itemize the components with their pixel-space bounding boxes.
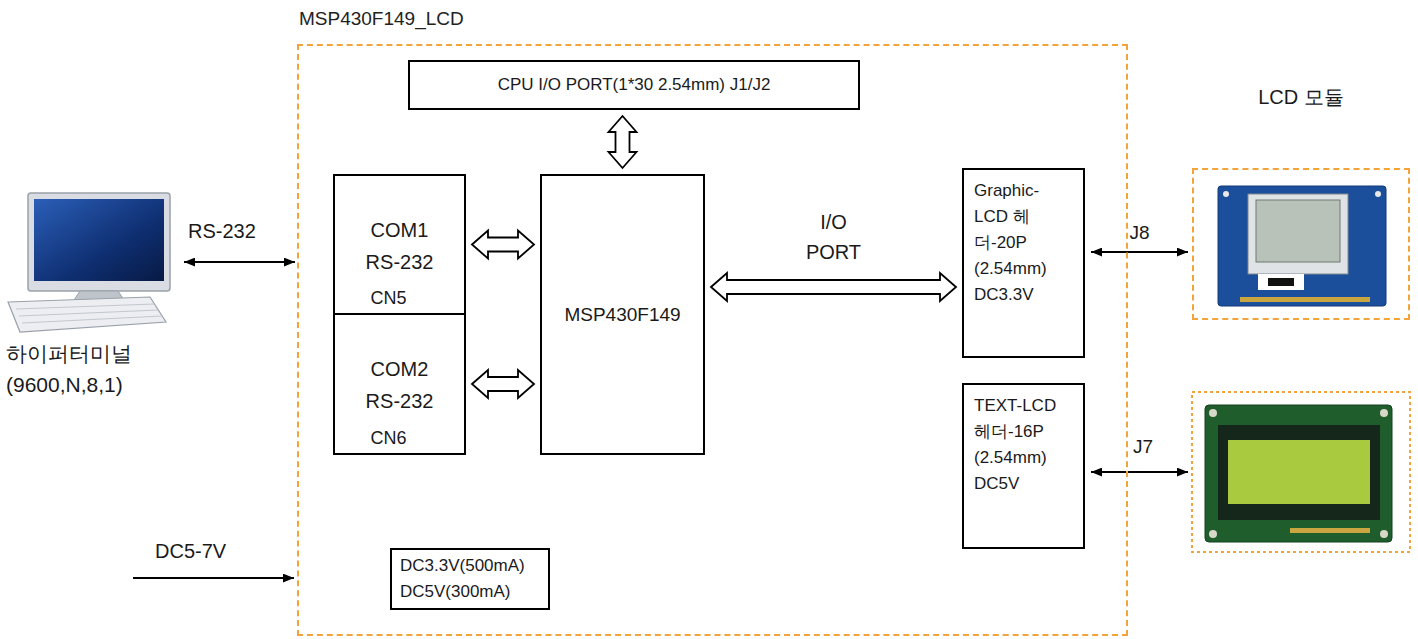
power-arrow: [133, 577, 294, 579]
lcd-module-outline: LCD 모듈: [1192, 168, 1410, 320]
lcd-screen: [1256, 200, 1340, 262]
bus-arrow: [472, 370, 534, 398]
node-text: CPU I/O PORT(1*30 2.54mm) J1/J2: [498, 75, 771, 95]
mount-hole: [1209, 530, 1217, 538]
mount-hole: [1380, 409, 1388, 417]
connector-arrow: [1091, 251, 1188, 253]
mcu-box: MSP430F149: [540, 174, 705, 455]
mount-hole: [1380, 530, 1388, 538]
monitor-frame: [28, 193, 170, 291]
node-text: LCD 모듈: [1194, 84, 1408, 111]
terminal-caption: 하이퍼터미널 (9600,N,8,1): [6, 338, 156, 400]
edge-label: J8: [1129, 222, 1149, 244]
node-text: CN5: [359, 288, 419, 309]
node-text: DC3.3V(500mA) DC5V(300mA): [400, 553, 538, 605]
lcd-backlight: [1258, 274, 1304, 290]
monitor-screen: [34, 199, 164, 281]
node-text: MSP430F149_LCD: [299, 8, 464, 30]
lcd-pcb: [1205, 405, 1392, 542]
lcd-bezel: [1248, 194, 1348, 274]
lcd-screen: [1228, 440, 1370, 504]
bus-arrow: [472, 231, 534, 259]
module-outline: [1192, 392, 1410, 552]
node-text: CN6: [359, 428, 419, 449]
j7-arrow: [1091, 471, 1188, 473]
connector-box: Graphic- LCD 헤더-20P (2.54mm) DC3.3V: [962, 168, 1085, 358]
pin-row: [1240, 297, 1370, 302]
bus-arrow: [711, 273, 956, 301]
power-label: DC5-7V: [155, 540, 226, 563]
edge-label: I/O PORT: [802, 207, 866, 267]
com-box: COM1 RS-232CN5: [333, 174, 466, 315]
mount-hole: [1209, 409, 1217, 417]
node-text: COM2 RS-232: [359, 353, 441, 417]
node-text: Graphic- LCD 헤더-20P (2.54mm) DC3.3V: [974, 178, 1070, 308]
com-box: COM2 RS-232CN6: [333, 313, 466, 455]
pin-row: [1290, 528, 1370, 533]
lcd-chip: [1268, 278, 1294, 286]
pc-illustration: [8, 193, 170, 332]
keyboard-keys: [16, 304, 162, 323]
lcd-pcb: [1218, 186, 1386, 306]
rs232-arrow: [184, 261, 295, 263]
connector-label: J7: [1133, 436, 1153, 458]
text-lcd-illustration: [1205, 405, 1392, 542]
power-box: DC3.3V(500mA) DC5V(300mA): [390, 548, 550, 610]
bus-arrow: [609, 116, 637, 168]
node-text: COM1 RS-232: [359, 214, 441, 278]
mount-hole: [1375, 191, 1381, 197]
connector-box: TEXT-LCD 헤더-16P (2.54mm) DC5V: [962, 383, 1085, 549]
link-label: RS-232: [188, 220, 256, 243]
board-outline: MSP430F149_LCDCPU I/O PORT(1*30 2.54mm) …: [297, 44, 1128, 636]
graphic-lcd-illustration: [1218, 186, 1386, 306]
port-box: CPU I/O PORT(1*30 2.54mm) J1/J2: [408, 60, 860, 110]
lcd-bezel: [1218, 425, 1380, 520]
node-text: TEXT-LCD 헤더-16P (2.54mm) DC5V: [974, 393, 1070, 497]
keyboard: [8, 297, 166, 332]
mount-hole: [1223, 191, 1229, 197]
node-text: MSP430F149: [564, 304, 680, 326]
